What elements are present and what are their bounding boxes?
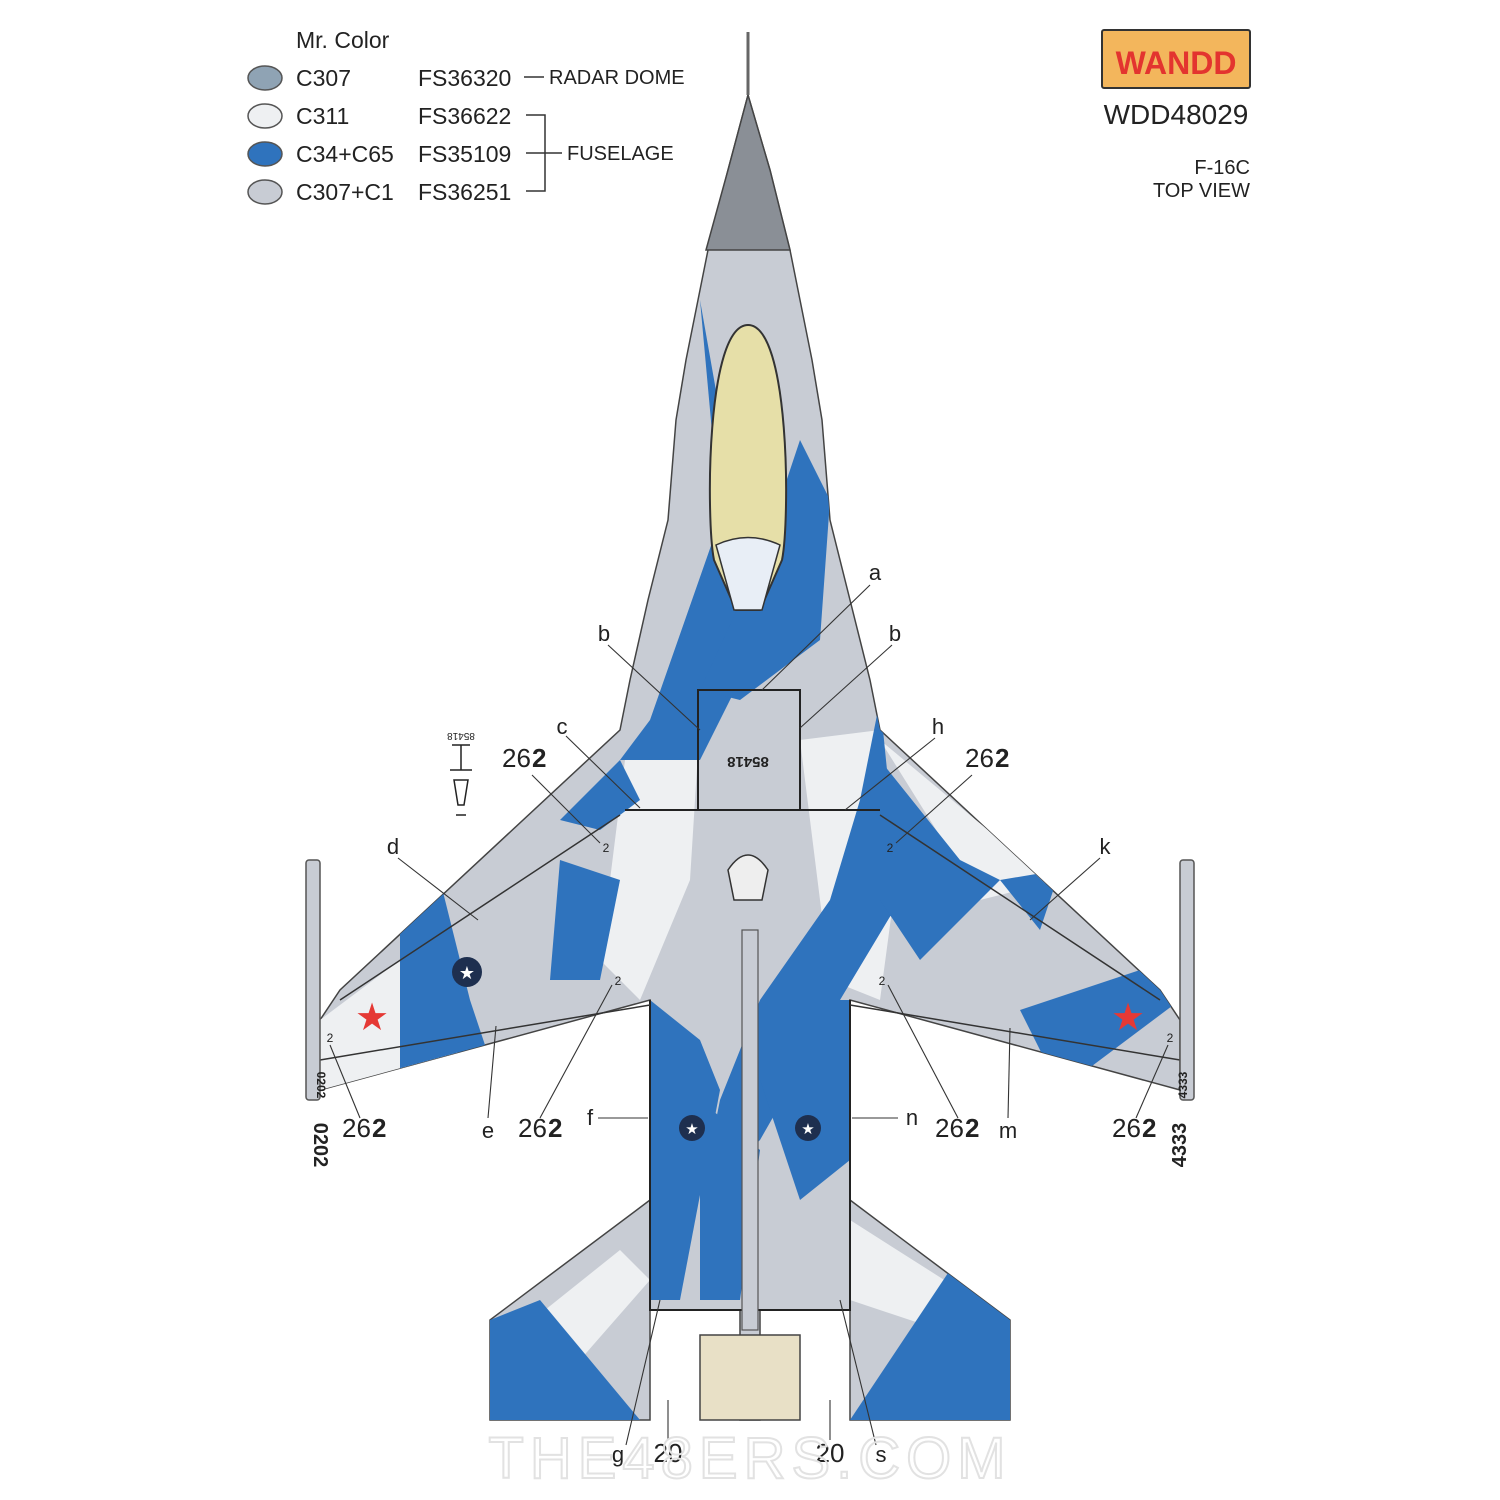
left-wingtip-launcher xyxy=(305,859,321,1101)
fuselage-bracket xyxy=(526,114,562,192)
modex-callout-5: 26 2 xyxy=(935,1113,979,1143)
tip-modex-left: 2 xyxy=(327,1031,334,1045)
vertical-tail xyxy=(741,929,759,1331)
tip-modex-right: 2 xyxy=(1167,1031,1174,1045)
spine-fairing xyxy=(727,854,769,901)
legend-code-4: C307+C1 xyxy=(296,179,394,205)
brand-logo: WANDD WDD48029 F-16C TOP VIEW xyxy=(1101,29,1251,202)
logo-badge xyxy=(1101,29,1251,89)
callout-a: a xyxy=(869,560,882,585)
view-label: TOP VIEW xyxy=(1153,180,1250,202)
callout-lines xyxy=(329,584,1169,1446)
left-red-star-icon: ★ xyxy=(355,995,389,1039)
roundel-star-icon: ★ xyxy=(459,963,475,984)
modex-callout-4: 26 2 xyxy=(518,1113,562,1143)
modex-callout-2: 26 2 xyxy=(965,743,1009,773)
watermark: THE48ERS.COM xyxy=(488,1426,1011,1491)
legend-code-2: C311 xyxy=(296,103,349,129)
seat-serial: 85418 xyxy=(447,730,475,741)
modex-callout-6: 26 2 xyxy=(1112,1113,1156,1143)
rail-number-left: 0202 xyxy=(314,1072,328,1099)
wing-modex-right-upper: 2 xyxy=(887,841,894,855)
callout-20-right: 20 xyxy=(816,1438,845,1468)
color-legend: Mr. Color C307 C311 C34+C65 C307+C1 FS36… xyxy=(247,27,685,205)
fuselage-roundel-right: ★ xyxy=(795,1115,821,1141)
tail-number-right: 4333 xyxy=(1169,1123,1191,1168)
radar-dome xyxy=(705,92,791,251)
modex-big: 2 xyxy=(995,743,1009,773)
radar-dome-label: RADAR DOME xyxy=(549,67,685,89)
modex-callout-3: 26 2 xyxy=(342,1113,386,1143)
modex-small: 26 xyxy=(518,1113,547,1143)
product-code: WDD48029 xyxy=(1104,99,1249,130)
left-roundel: ★ xyxy=(452,957,482,987)
modex-callout-1: 26 2 xyxy=(502,743,546,773)
logo-text: WANDD xyxy=(1116,45,1237,81)
callout-g: g xyxy=(612,1442,624,1467)
callout-m: m xyxy=(999,1118,1017,1143)
modex-big: 2 xyxy=(548,1113,562,1143)
tail-number-left: 0202 xyxy=(309,1123,331,1168)
seat-decal-inset: 85418 xyxy=(447,730,475,816)
legend-fs-2: FS36622 xyxy=(418,103,511,129)
right-wingtip-launcher xyxy=(1179,859,1195,1101)
swatch-c34-c65 xyxy=(247,141,283,167)
legend-code-3: C34+C65 xyxy=(296,141,394,167)
modex-small: 26 xyxy=(965,743,994,773)
flap-lines xyxy=(339,814,1161,1001)
callout-c: c xyxy=(557,714,568,739)
modex-small: 26 xyxy=(935,1113,964,1143)
modex-big: 2 xyxy=(1142,1113,1156,1143)
modex-small: 26 xyxy=(502,743,531,773)
callout-s: s xyxy=(876,1442,887,1467)
callout-20-left: 20 xyxy=(654,1438,683,1468)
rail-number-right: 4333 xyxy=(1176,1071,1190,1098)
canopy-front-frame xyxy=(715,536,781,611)
modex-big: 2 xyxy=(532,743,546,773)
aileron-lines xyxy=(319,1004,1181,1061)
callout-k: k xyxy=(1100,834,1112,859)
callout-b-left: b xyxy=(598,621,610,646)
right-red-star-icon: ★ xyxy=(1111,995,1145,1039)
modex-big: 2 xyxy=(965,1113,979,1143)
legend-fs-3: FS35109 xyxy=(418,141,511,167)
callout-n: n xyxy=(906,1105,918,1130)
legend-code-1: C307 xyxy=(296,65,351,91)
callout-e: e xyxy=(482,1118,494,1143)
swatch-c307 xyxy=(247,65,283,91)
legend-fs-4: FS36251 xyxy=(418,179,511,205)
roundel-star-icon: ★ xyxy=(801,1120,814,1138)
callout-b-right: b xyxy=(889,621,901,646)
swatch-c311 xyxy=(247,103,283,129)
modex-small: 26 xyxy=(1112,1113,1141,1143)
exhaust-nozzle xyxy=(699,1334,801,1421)
callout-h: h xyxy=(932,714,944,739)
callout-d: d xyxy=(387,834,399,859)
callout-f: f xyxy=(587,1105,594,1130)
flap-modex-right: 2 xyxy=(879,974,886,988)
fuselage-label: FUSELAGE xyxy=(567,143,674,165)
fuselage-serial: 85418 xyxy=(727,753,769,770)
swatch-c307-c1 xyxy=(247,179,283,205)
legend-fs-1: FS36320 xyxy=(418,65,511,91)
modex-small: 26 xyxy=(342,1113,371,1143)
aircraft-type: F-16C xyxy=(1194,157,1250,179)
roundel-star-icon: ★ xyxy=(685,1120,698,1138)
modex-big: 2 xyxy=(372,1113,386,1143)
flap-modex-left: 2 xyxy=(615,974,622,988)
wing-modex-left-upper: 2 xyxy=(603,841,610,855)
seat-outline xyxy=(450,744,472,816)
fuselage-roundel-left: ★ xyxy=(679,1115,705,1141)
f16-top-view: ★ ★ ★ ★ ★ 85418 2 2 2 2 2 2 0202 4333 85… xyxy=(305,32,1195,1421)
legend-heading: Mr. Color xyxy=(296,27,390,53)
